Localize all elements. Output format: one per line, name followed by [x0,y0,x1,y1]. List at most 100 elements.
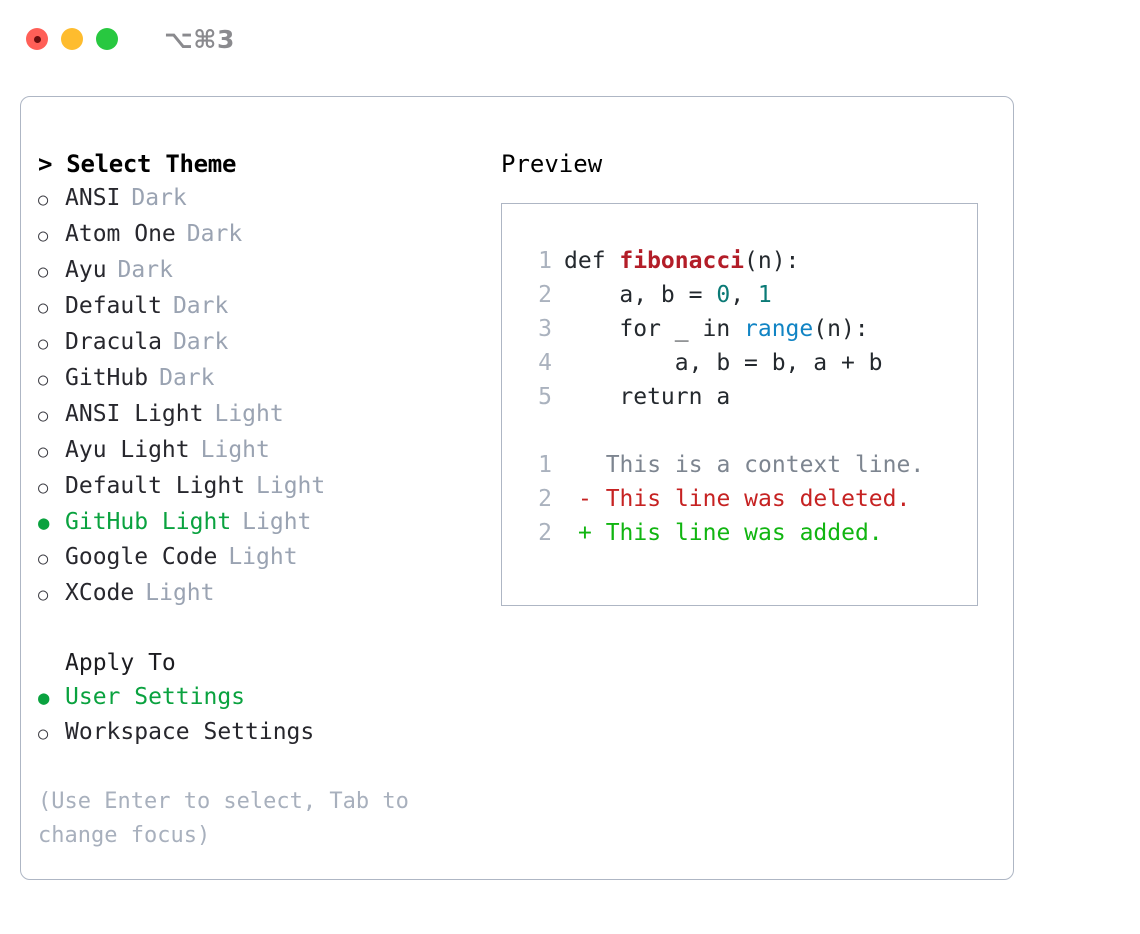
radio-unselected-icon: ○ [38,442,49,462]
theme-option-label: XCode [65,580,135,606]
code-line-text: return a [564,380,730,414]
theme-variant-tag: Light [200,437,270,463]
select-theme-header: > Select Theme [38,150,237,178]
code-line: 4 a, b = b, a + b [524,346,977,380]
radio-unselected-icon: ○ [38,585,49,605]
apply-to-option-workspace-settings[interactable]: ○ Workspace Settings [38,715,498,751]
theme-option-dracula[interactable]: ○ Dracula Dark [38,325,498,361]
theme-option-ansi[interactable]: ○ ANSI Dark [38,181,498,217]
radio-unselected-icon: ○ [38,724,49,744]
apply-to-header: Apply To [65,650,176,676]
theme-variant-tag: Dark [131,185,187,211]
line-number: 5 [538,384,552,410]
line-number: 2 [538,282,552,308]
diff-line-text: This line was added. [591,520,883,546]
window-controls [26,28,118,50]
theme-variant-tag: Light [214,401,284,427]
radio-unselected-icon: ○ [38,334,49,354]
theme-option-xcode[interactable]: ○ XCode Light [38,576,498,612]
code-diff-spacer [524,414,977,448]
code-line: 5 return a [524,380,977,414]
theme-variant-tag: Dark [172,293,229,319]
diff-line-add: 2 + This line was added. [524,516,977,550]
line-number: 2 [538,520,552,546]
diff-line-text: This line was deleted. [591,486,911,512]
radio-unselected-icon: ○ [38,262,49,282]
theme-option-ayu-light[interactable]: ○ Ayu Light Light [38,433,498,469]
apply-to-option-label: User Settings [65,684,246,710]
theme-option-default[interactable]: ○ Default Dark [38,289,498,325]
diff-marker [578,448,592,482]
code-line: 1 def fibonacci(n): [524,244,977,278]
theme-option-label: Default [65,293,162,319]
section-spacer [38,612,498,646]
theme-option-default-light[interactable]: ○ Default Light Light [38,469,498,505]
theme-option-ayu[interactable]: ○ Ayu Dark [38,253,498,289]
theme-option-label: Default Light [65,473,246,499]
title-bar: ⌥⌘3 [0,0,1140,78]
preview-title: Preview [501,150,603,178]
code-line: 2 a, b = 0, 1 [524,278,977,312]
theme-option-label: ANSI [65,185,121,211]
minimize-window-button[interactable] [61,28,83,50]
diff-sample: 1 This is a context line.2- This line wa… [524,448,977,550]
radio-unselected-icon: ○ [38,298,49,318]
radio-selected-icon: ● [38,512,50,534]
theme-variant-tag: Light [145,580,215,606]
keyboard-shortcut-label: ⌥⌘3 [164,24,235,54]
line-number: 1 [538,248,552,274]
code-line-text: def fibonacci(n): [564,244,799,278]
code-token-fn: fibonacci [619,248,745,274]
theme-variant-tag: Dark [172,329,229,355]
code-token-plain: (n): [744,248,800,274]
theme-option-label: ANSI Light [65,401,204,427]
radio-unselected-icon: ○ [38,190,49,210]
code-line-text: a, b = 0, 1 [564,278,771,312]
line-number: 2 [538,486,552,512]
radio-unselected-icon: ○ [38,406,49,426]
apply-to-option-user-settings[interactable]: ● User Settings [38,680,498,715]
code-token-num: 0 [716,282,731,308]
code-token-plain: (n): [813,316,869,342]
radio-unselected-icon: ○ [38,370,49,390]
diff-marker: - [578,486,592,512]
theme-variant-tag: Light [228,544,298,570]
code-token-plain: for _ in [564,316,745,342]
radio-unselected-icon: ○ [38,226,49,246]
radio-unselected-icon: ○ [38,549,49,569]
code-token-plain: a, b = b, a + b [564,350,883,376]
diff-marker: + [578,520,592,546]
theme-option-label: Ayu [65,257,107,283]
theme-variant-tag: Dark [186,221,243,247]
radio-selected-icon: ● [38,687,50,709]
code-token-plain: a, b = [564,282,717,308]
line-number: 4 [538,350,552,376]
theme-option-ansi-light[interactable]: ○ ANSI Light Light [38,397,498,433]
theme-option-label: Atom One [65,221,176,247]
code-token-plain: , [730,282,758,308]
apply-to-option-label: Workspace Settings [65,719,315,745]
diff-line-del: 2- This line was deleted. [524,482,977,516]
diff-line-text: This is a context line. [591,452,925,478]
close-window-button[interactable] [26,28,48,50]
theme-option-label: Dracula [65,329,162,355]
code-token-plain: return a [564,384,731,410]
code-line-text: for _ in range(n): [564,312,869,346]
theme-variant-tag: Dark [117,257,173,283]
radio-unselected-icon: ○ [38,478,49,498]
theme-option-label: Ayu Light [65,437,190,463]
theme-variant-tag: Light [256,473,326,499]
theme-option-atom-one[interactable]: ○ Atom One Dark [38,217,498,253]
code-line-text: a, b = b, a + b [564,346,883,380]
theme-option-label: GitHub Light [65,509,232,535]
maximize-window-button[interactable] [96,28,118,50]
